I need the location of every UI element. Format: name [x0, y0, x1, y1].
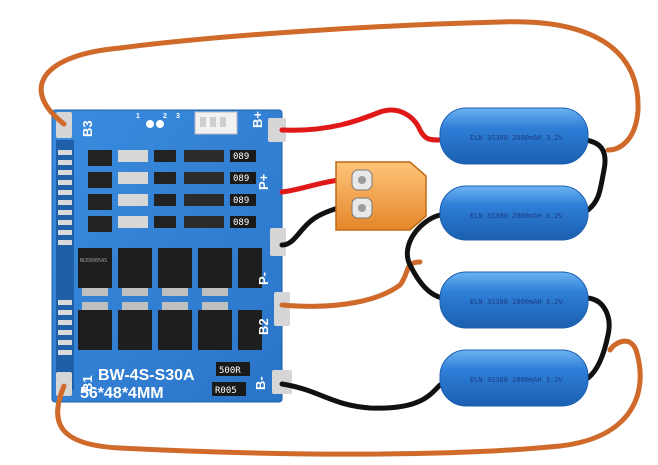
smd-marking: 089	[233, 152, 249, 162]
battery-cell: ELN 3S300 2000mAH 3.2V	[439, 107, 589, 165]
cell-label: ELN 3S300 2000mAH 3.2V	[470, 298, 564, 306]
cnt-label-2: 2	[163, 113, 167, 120]
board-model: BW-4S-S30A	[98, 367, 195, 384]
pad-label-p-minus: P-	[256, 272, 271, 285]
mount-hole	[146, 120, 154, 128]
shunt-resistors: 500R R005	[212, 362, 250, 396]
balance-pins	[56, 140, 74, 390]
mosfet-row-bottom	[78, 302, 262, 350]
cnt-label-1: 1	[136, 113, 140, 120]
wire-cell-link-1	[582, 137, 608, 213]
pad-label-b1: B1	[80, 375, 95, 392]
pad-label-b-plus: B+	[250, 111, 265, 128]
xt60-connector	[335, 161, 427, 231]
smd-marking: 089	[233, 218, 249, 228]
battery-cells: ELN 3S300 2000mAH 3.2V ELN 3S300 2000mAH…	[439, 107, 589, 407]
wires	[38, 19, 643, 457]
battery-cell: ELN 3S300 2000mAH 3.2V	[439, 349, 589, 407]
smd-resistors: 089 089 089 089	[230, 150, 256, 228]
pad-label-b2: B2	[256, 318, 271, 335]
cell-label: ELN 3S300 2000mAH 3.2V	[470, 134, 564, 142]
wire-b-minus-black	[279, 381, 443, 411]
mosfet-marking: NCE6005AS	[80, 258, 107, 264]
protection-ics	[88, 150, 224, 232]
board-size: 56*48*4MM	[80, 385, 164, 402]
cell-label: ELN 3S300 2000mAH 3.2V	[470, 212, 564, 220]
mosfet-row-top: NCE6005AS	[78, 248, 262, 296]
pad-label-b3: B3	[80, 120, 95, 137]
shunt-marking: R005	[215, 386, 237, 396]
shunt-marking: 500R	[219, 366, 241, 376]
wire-b1-orange	[55, 338, 643, 457]
mount-hole	[156, 120, 164, 128]
wire-cell-link-2	[404, 212, 445, 301]
wire-b3-orange	[38, 19, 641, 153]
pad-label-b-minus: B-	[253, 376, 268, 390]
balance-connector: 1 2 3	[136, 111, 238, 135]
battery-cell: ELN 3S300 2000mAH 3.2V	[439, 185, 589, 241]
smd-marking: 089	[233, 196, 249, 206]
bms-board: 1 2 3 089 089	[51, 109, 292, 403]
pad-label-p-plus: P+	[256, 173, 271, 190]
wire-b-plus-red	[279, 107, 443, 143]
cell-label: ELN 3S300 2000mAH 3.2V	[470, 376, 564, 384]
cnt-label-3: 3	[176, 113, 180, 120]
wire-p-plus-red	[279, 177, 343, 195]
battery-cell: ELN 3S300 2000mAH 3.2V	[439, 271, 589, 329]
wire-cell-link-3	[585, 295, 612, 381]
smd-marking: 089	[233, 174, 249, 184]
wire-b2-orange	[279, 259, 423, 309]
